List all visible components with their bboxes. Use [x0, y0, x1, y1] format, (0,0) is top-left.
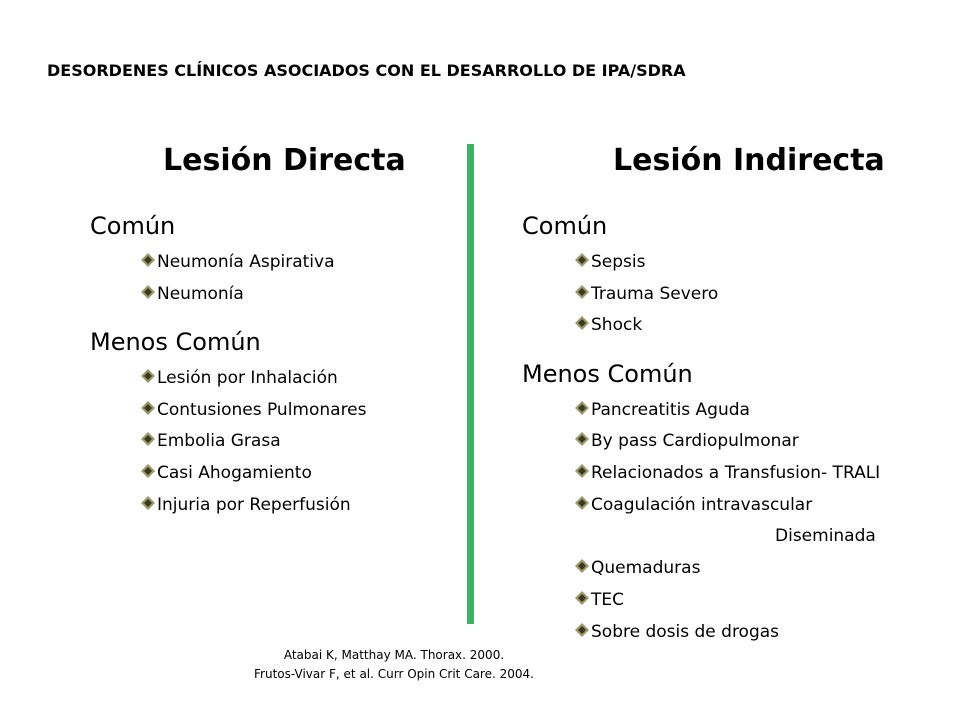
bullet-icon: [575, 316, 589, 330]
bullet-icon: [575, 432, 589, 446]
bullet-icon: [575, 559, 589, 573]
reference-1: Atabai K, Matthay MA. Thorax. 2000.: [283, 648, 505, 662]
list-item: Casi Ahogamiento: [141, 463, 312, 483]
list-item: Injuria por Reperfusión: [141, 495, 351, 515]
list-item: Sepsis: [575, 252, 645, 272]
list-item: Sobre dosis de drogas: [575, 622, 779, 642]
list-item-label: Coagulación intravascular: [591, 495, 813, 515]
list-item: Quemaduras: [575, 558, 700, 578]
list-item: Pancreatitis Aguda: [575, 400, 750, 420]
bullet-icon: [141, 464, 155, 478]
list-item-label: By pass Cardiopulmonar: [591, 431, 799, 451]
left-less-common-label: Menos Común: [90, 328, 261, 356]
bullet-icon: [141, 369, 155, 383]
heading-lesion-indirecta: Lesión Indirecta: [613, 143, 885, 178]
list-item-label: Sepsis: [591, 252, 646, 272]
reference-2: Frutos-Vivar F, et al. Curr Opin Crit Ca…: [254, 667, 534, 681]
list-item: Coagulación intravascular: [575, 495, 812, 515]
list-item-label: Neumonía: [157, 284, 244, 304]
column-divider: [467, 144, 474, 624]
list-item-label: Lesión por Inhalación: [157, 368, 338, 388]
list-item-label: Contusiones Pulmonares: [157, 400, 367, 420]
list-item-label: Trauma Severo: [591, 284, 719, 304]
bullet-icon: [575, 464, 589, 478]
list-item-label: Relacionados a Transfusion- TRALI: [591, 463, 881, 483]
right-less-common-label: Menos Común: [522, 360, 693, 388]
list-item: By pass Cardiopulmonar: [575, 431, 799, 451]
slide-title: DESORDENES CLÍNICOS ASOCIADOS CON EL DES…: [47, 61, 686, 80]
bullet-icon: [575, 285, 589, 299]
bullet-icon: [575, 591, 589, 605]
right-common-label: Común: [522, 212, 608, 240]
left-common-label: Común: [90, 212, 176, 240]
heading-lesion-directa: Lesión Directa: [163, 143, 406, 178]
list-item-label: Sobre dosis de drogas: [591, 622, 780, 642]
list-item: Contusiones Pulmonares: [141, 400, 367, 420]
list-item-label: Quemaduras: [591, 558, 701, 578]
bullet-icon: [141, 401, 155, 415]
list-item: TEC: [575, 590, 624, 610]
bullet-icon: [141, 285, 155, 299]
list-item-label: Embolia Grasa: [157, 431, 281, 451]
list-item: Neumonía: [141, 284, 244, 304]
list-item-continuation: Diseminada: [775, 526, 876, 546]
list-item-label: Shock: [591, 315, 643, 335]
bullet-icon: [141, 496, 155, 510]
list-item: Shock: [575, 315, 642, 335]
list-item: Neumonía Aspirativa: [141, 252, 335, 272]
list-item: Embolia Grasa: [141, 431, 281, 451]
list-item: Lesión por Inhalación: [141, 368, 338, 388]
list-item: Relacionados a Transfusion- TRALI: [575, 463, 880, 483]
list-item-label: TEC: [591, 590, 624, 610]
bullet-icon: [141, 253, 155, 267]
bullet-icon: [575, 253, 589, 267]
list-item: Trauma Severo: [575, 284, 718, 304]
list-item-label: Injuria por Reperfusión: [157, 495, 351, 515]
list-item-label: Pancreatitis Aguda: [591, 400, 750, 420]
list-item-label: Neumonía Aspirativa: [157, 252, 335, 272]
bullet-icon: [141, 432, 155, 446]
bullet-icon: [575, 623, 589, 637]
list-item-label: Casi Ahogamiento: [157, 463, 312, 483]
bullet-icon: [575, 401, 589, 415]
bullet-icon: [575, 496, 589, 510]
